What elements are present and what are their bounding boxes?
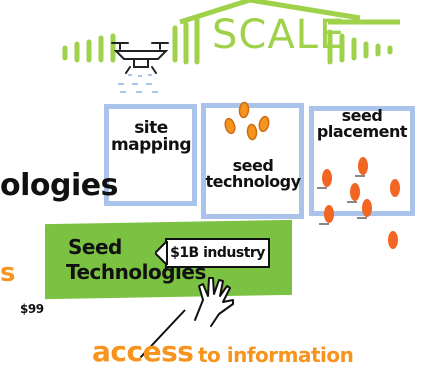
seed-line-2: seed	[341, 106, 383, 125]
drone-icon	[111, 42, 169, 77]
scale-building-icon	[62, 0, 400, 65]
to-information-text: to information	[198, 343, 354, 367]
mapping-line: mapping	[110, 135, 192, 155]
hand-icon	[194, 277, 234, 327]
site-mapping-box	[104, 104, 197, 206]
site-mapping-label: site mapping	[108, 120, 194, 154]
scan-lines-icon	[118, 83, 158, 93]
s-fragment: s	[0, 258, 15, 288]
seed-technology-box	[201, 103, 304, 219]
seed-placement-label: seed placement	[312, 108, 412, 140]
callout-pointer-icon	[155, 241, 168, 265]
money-fragment: $99	[20, 302, 44, 316]
seed-line: seed	[232, 156, 274, 175]
ologies-fragment: ologies	[0, 168, 118, 203]
seed-technology-label: seed technology	[203, 158, 303, 190]
seed-icon	[224, 101, 270, 141]
technology-line: technology	[205, 172, 301, 191]
industry-callout: $1B industry	[165, 238, 270, 268]
placement-line: placement	[316, 122, 408, 141]
pointer-line-icon	[140, 309, 186, 359]
scale-title: SCALE	[212, 12, 346, 58]
site-line: site	[134, 118, 168, 138]
seed-marker-icon	[317, 157, 400, 249]
banner-seed-label: Seed	[68, 235, 122, 259]
access-word: access	[92, 335, 194, 368]
